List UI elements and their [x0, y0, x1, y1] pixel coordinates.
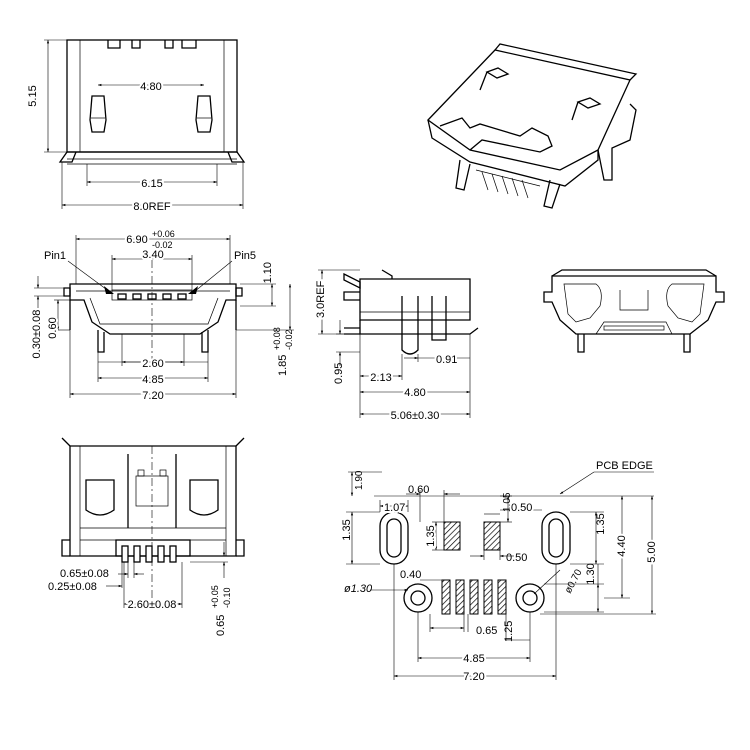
front-width-plus: +0.06 [152, 229, 175, 239]
front-width-label: 6.90 [126, 234, 147, 246]
top-inner-label: 6.15 [141, 178, 162, 190]
side-view: 3.0REF 0.95 2.13 0.91 4.80 5.06±0.30 [313, 269, 479, 424]
front-d340-label: 3.40 [142, 249, 163, 261]
front-d485-label: 4.85 [142, 374, 163, 386]
pcb-d135c-label: 1.35 [595, 513, 607, 534]
side-d095-label: 0.95 [333, 363, 345, 384]
pcb-d040-label: 0.40 [400, 569, 421, 581]
pcb-d050b-label: 0.50 [506, 552, 527, 564]
pcb-d130-label: 1.30 [585, 563, 597, 584]
pcb-d065-label: 0.65 [476, 625, 497, 637]
front-width-minus: -0.02 [152, 240, 173, 250]
front-d720-label: 7.20 [142, 390, 163, 402]
top-height-label: 5.15 [27, 85, 39, 106]
pcb-d105-label: 1.05 [502, 492, 513, 512]
pcb-d190-label: 1.90 [354, 470, 365, 490]
pcb-d135b-label: 1.35 [425, 525, 437, 546]
pcb-dia130-label: ø1.30 [344, 583, 373, 595]
bottom-d065-label: 0.65±0.08 [60, 568, 109, 580]
front-d185-minus: -0.02 [284, 329, 294, 350]
side-d213-label: 2.13 [370, 372, 391, 384]
pcb-d500-label: 5.00 [646, 541, 658, 562]
pcb-d125-label: 1.25 [503, 621, 515, 642]
side-d506-label: 5.06±0.30 [391, 410, 440, 422]
bottom-view: 0.65±0.08 0.25±0.08 2.60±0.08 0.65 +0.05… [48, 437, 245, 636]
front-d030-label: 0.30±0.08 [31, 310, 43, 359]
pcb-d107-label: 1.07 [384, 502, 405, 514]
pin1-label: Pin1 [44, 250, 66, 262]
bottom-d065b-plus: +0.05 [210, 585, 220, 608]
front-d185-plus: +0.08 [272, 327, 282, 350]
front-d260-label: 2.60 [142, 358, 163, 370]
bottom-d260-label: 2.60±0.08 [128, 599, 177, 611]
bottom-d025-label: 0.25±0.08 [48, 581, 97, 593]
front-d110-label: 1.10 [262, 262, 274, 283]
top-pitch-label: 4.80 [140, 81, 161, 93]
pin5-label: Pin5 [234, 250, 256, 262]
pcb-footprint-view: PCB EDGE 1.90 1.35 1.07 [341, 460, 660, 685]
pcb-edge-label: PCB EDGE [596, 460, 653, 472]
isometric-view [427, 43, 638, 209]
pcb-d060-label: 0.60 [408, 484, 429, 496]
bottom-d065b-main: 0.65 [215, 615, 227, 636]
pcb-d720-label: 7.20 [463, 671, 484, 683]
top-overall-label: 8.0REF [133, 201, 171, 213]
pcb-d070-label: ø0.70 [563, 567, 585, 595]
bottom-d065b-minus: -0.10 [222, 587, 232, 608]
side-d30ref-label: 3.0REF [315, 280, 327, 318]
rear-view [543, 269, 725, 353]
pcb-d135a-label: 1.35 [341, 519, 353, 540]
side-d091-label: 0.91 [436, 354, 457, 366]
top-view: 5.15 4.80 6.15 8.0REF [27, 39, 246, 215]
front-d060-label: 0.60 [47, 317, 59, 338]
pcb-d050a-label: 0.50 [511, 502, 532, 514]
front-d185-main: 1.85 [277, 355, 289, 376]
side-d480-label: 4.80 [404, 387, 425, 399]
pcb-d485-label: 4.85 [463, 653, 484, 665]
front-view: Pin1 Pin5 6.90 +0.06 -0.02 3.40 1.10 0.3… [31, 228, 294, 404]
pcb-d440-label: 4.40 [616, 535, 628, 556]
